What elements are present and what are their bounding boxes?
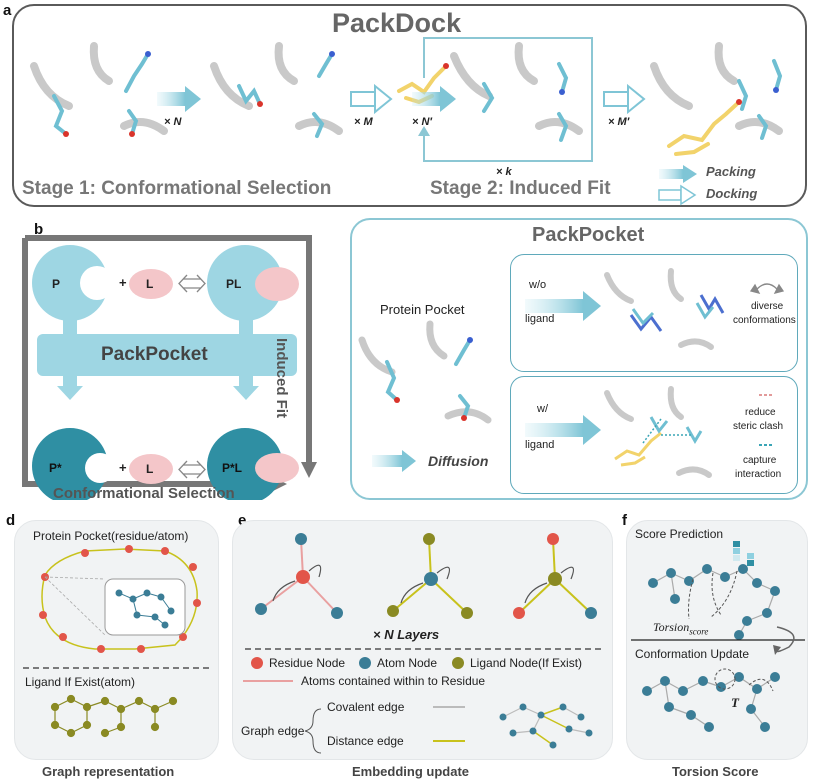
multiplier-k: × k [496,166,512,178]
protein-pl-shape [207,245,299,321]
ligand-l2-shape [129,454,173,484]
panel-d-caption: Graph representation [42,764,175,779]
torsion-score-label: Torsionscore [653,620,708,636]
atoms-contained-label: Atoms contained within to Residue [301,674,486,688]
without-ligand-graphics [525,268,785,350]
panel-c-packpocket: PackPocket Protein Pocket Diffusion [350,218,808,500]
induced-fit-label: Induced Fit [273,338,290,418]
panel-e-graphics [243,533,603,754]
protein-pocket-graph-label: Protein Pocket(residue/atom) [33,529,189,543]
panel-c-left-graphics [358,320,492,472]
without-ligand-box: w/o ligand diverse conformations [510,254,798,372]
diverse-label-2: conformations [733,315,796,326]
panel-b-graphics [22,235,317,500]
multiplier-m-prime: × M′ [608,116,630,128]
w-ligand-label: ligand [525,439,555,451]
label-l2: L [146,462,154,476]
legend-atom-node [359,657,371,669]
torsion-t-label: T [731,695,739,710]
n-layers-label: × N Layers [373,627,440,642]
panel-e-caption: Embedding update [352,764,469,779]
panel-label-e: e [238,512,247,529]
wo-ligand-label: ligand [525,313,555,325]
pocket-wall [30,62,73,110]
protein-p-star-shape [32,428,115,500]
diffusion-arrow [372,450,416,472]
stage2-label: Stage 2: Induced Fit [430,178,611,199]
panel-f-torsion-score: Score Prediction Torsionscore Conformati… [626,520,808,760]
ligand-node-label: Ligand Node(If Exist) [470,656,583,670]
covalent-edge-label: Covalent edge [327,700,405,714]
stage1-label: Stage 1: Conformational Selection [22,178,332,199]
score-prediction-label: Score Prediction [635,527,724,541]
packing-arrow-1 [157,86,201,112]
ligand-graph-label: Ligand If Exist(atom) [25,675,136,689]
legend-ligand-node [452,657,464,669]
panel-d-graph-representation: Protein Pocket(residue/atom) Ligand If E… [14,520,219,760]
label-pl: PL [226,277,242,291]
panel-a-title: PackDock [332,8,462,38]
legend-docking-label: Docking [706,186,758,201]
multiplier-n: × N [164,116,182,128]
distance-edge-label: Distance edge [327,734,404,748]
multiplier-n-prime: × N′ [412,116,433,128]
docking-arrow-2 [603,83,646,115]
protein-p-star-l-shape [207,428,299,500]
capture-label-1: capture [743,455,777,466]
legend-docking-arrow [658,184,697,206]
legend-residue-node [251,657,263,669]
panel-f-graphics [631,541,805,732]
diffusion-label: Diffusion [428,453,489,469]
conformation-update-label: Conformation Update [635,647,750,661]
docking-arrow-1 [350,83,393,115]
packpocket-bar [37,334,297,376]
panel-label-a: a [3,2,12,19]
torsion-score-sub: score [689,626,709,637]
with-ligand-graphics [525,386,773,478]
panel-label-f: f [622,512,627,529]
panel-d-graphics [23,545,212,738]
plus-bottom: + [119,460,127,475]
ligand-l-shape [129,269,173,299]
reduce-label-2: steric clash [733,421,784,432]
diverse-label-1: diverse [751,301,784,312]
reduce-label-1: reduce [745,407,776,418]
label-l: L [146,277,154,291]
panel-b-binding-models: P + L PL PackPocket P* + L P*L Induced F… [15,228,325,502]
wo-label: w/o [529,279,547,291]
packing-arrow-2 [412,86,456,112]
capture-label-2: interaction [735,469,782,480]
panel-c-title: PackPocket [532,224,645,246]
with-ligand-box: w/ ligand reduce steric clash capture in… [510,376,798,494]
label-p-star-l: P*L [222,461,243,475]
legend-packing-arrow [659,165,697,183]
graph-edge-label: Graph edge [241,724,305,738]
panel-label-b: b [34,221,44,238]
panel-f-caption: Torsion Score [672,764,759,779]
panel-a-graphics [30,37,783,206]
w-label: w/ [537,403,548,415]
induced-fit-loop [423,37,593,162]
plus-top: + [119,275,127,290]
panel-a-packdock: PackDock × N × M × N′ × k × M′ Stage 1: … [12,4,807,207]
conformational-selection-label: Conformational Selection [53,485,235,502]
panel-e-embedding-update: × N Layers Residue Node Atom Node Ligand… [232,520,613,760]
label-p: P [52,277,61,291]
protein-p-shape [32,245,114,321]
legend-packing-label: Packing [706,164,756,179]
panel-label-d: d [6,512,16,529]
atom-node-label: Atom Node [377,656,438,670]
label-p-star: P* [49,461,62,475]
packpocket-bar-label: PackPocket [101,344,208,365]
protein-pocket-label: Protein Pocket [380,302,465,317]
torsion-score-main: Torsion [653,620,690,634]
residue-node-label: Residue Node [269,656,346,670]
multiplier-m: × M [354,116,373,128]
